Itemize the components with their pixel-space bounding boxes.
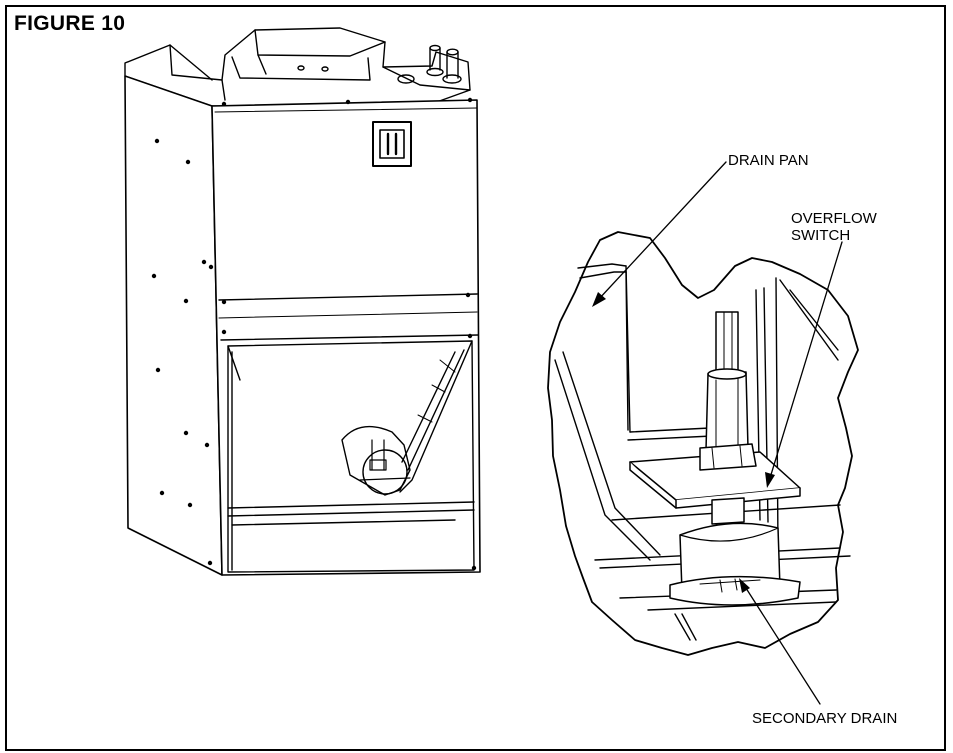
overflow-switch-label: OVERFLOW SWITCH bbox=[791, 210, 911, 244]
overflow-switch-leader bbox=[769, 241, 843, 479]
disconnect-switch bbox=[372, 121, 412, 167]
refrigerant-stubs bbox=[426, 44, 462, 84]
drain-pan-leader bbox=[597, 161, 727, 301]
overflow-switch-assembly bbox=[629, 311, 801, 606]
detail-outline bbox=[547, 231, 859, 656]
figure-title: FIGURE 10 bbox=[14, 12, 126, 35]
air-handler-unit bbox=[124, 27, 481, 576]
drain-pan-label: DRAIN PAN bbox=[728, 152, 809, 169]
detail-view bbox=[547, 161, 859, 705]
secondary-drain-label: SECONDARY DRAIN bbox=[752, 710, 898, 727]
figure-frame bbox=[5, 5, 946, 751]
callout-leaders bbox=[597, 161, 843, 705]
overflow-switch-label-line1: OVERFLOW bbox=[791, 210, 877, 227]
cabinet-screws bbox=[151, 97, 477, 571]
cabinet-side bbox=[124, 75, 223, 576]
callout-arrowheads bbox=[592, 292, 775, 593]
overflow-switch-label-line2: SWITCH bbox=[791, 227, 851, 244]
secondary-drain-leader bbox=[743, 584, 821, 705]
